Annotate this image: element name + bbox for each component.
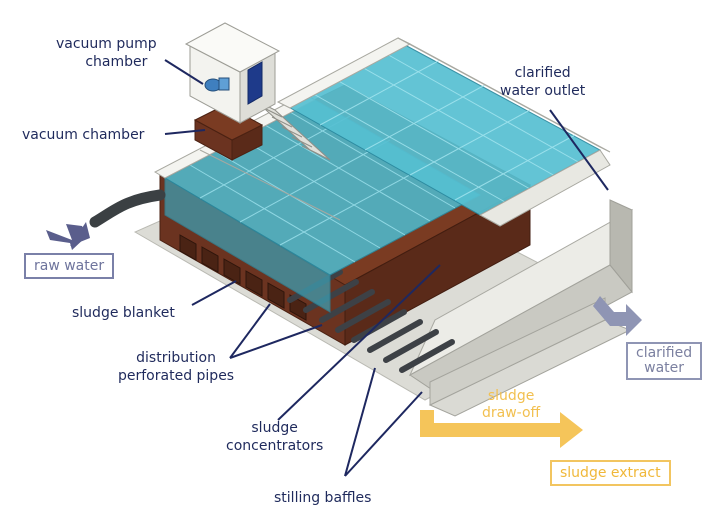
top-wall-center: [199, 149, 341, 221]
pump-hut-door: [247, 61, 263, 105]
outlet-channel: [478, 149, 611, 227]
sludge-blanket-label: sludge blanket: [72, 305, 175, 321]
clarified-water-outlet-line1: clarified: [514, 65, 571, 81]
sludge-concentrators-line2: concentrators: [226, 438, 324, 454]
outer-wall-end: [609, 199, 633, 294]
pump-hut-roof: [184, 22, 281, 73]
sludge-extract-label: sludge extract: [550, 460, 671, 486]
raw-water-arrow-head: [70, 222, 90, 246]
clarified-water-line1: clarified: [636, 345, 693, 361]
distribution-pipes-line1: distribution: [136, 350, 216, 366]
water-basin-front-side: [164, 177, 331, 313]
distribution-pipes-label: distribution perforated pipes: [118, 349, 234, 385]
vacuum-chamber-label: vacuum chamber: [22, 127, 145, 143]
sludge-drawoff-line2: draw-off: [482, 405, 541, 421]
sludge-drawoff-label: sludge draw-off: [482, 388, 540, 422]
water-basin-back-grid: [309, 52, 581, 203]
clarified-water-label: clarified water: [626, 342, 703, 380]
sludge-concentrators-line1: sludge: [251, 420, 298, 436]
vacuum-pump-icon: [204, 77, 230, 92]
stilling-baffles-label: stilling baffles: [274, 490, 372, 506]
raw-water-label: raw water: [24, 253, 115, 279]
water-basin-front-grid: [189, 111, 456, 263]
sludge-drawoff-line1: sludge: [487, 388, 535, 404]
vacuum-pump-chamber-label: vacuum pump chamber: [56, 35, 157, 71]
vacuum-pump-chamber-line2: chamber: [85, 54, 148, 70]
leader-lines: [164, 59, 609, 477]
clarified-water-outlet-label: clarified water outlet: [500, 64, 585, 100]
distribution-pipes-line2: perforated pipes: [118, 368, 235, 384]
clarified-water-outlet-line2: water outlet: [500, 83, 586, 99]
clarified-water-arrow-icon: [593, 296, 642, 336]
front-wall-face: [429, 297, 606, 406]
sludge-drawoff-arrow-icon: [420, 410, 583, 448]
distribution-pipes: [287, 269, 455, 373]
sludge-blanket-cells: [179, 234, 307, 321]
top-wall-right: [397, 37, 611, 153]
clarified-water-line2: water: [644, 360, 685, 376]
raw-water-arrow-icon: [46, 224, 87, 250]
sludge-concentrators-label: sludge concentrators: [226, 419, 323, 455]
raw-water-inlet-pipe: [89, 189, 166, 228]
vacuum-pump-chamber-line1: vacuum pump: [56, 36, 157, 52]
